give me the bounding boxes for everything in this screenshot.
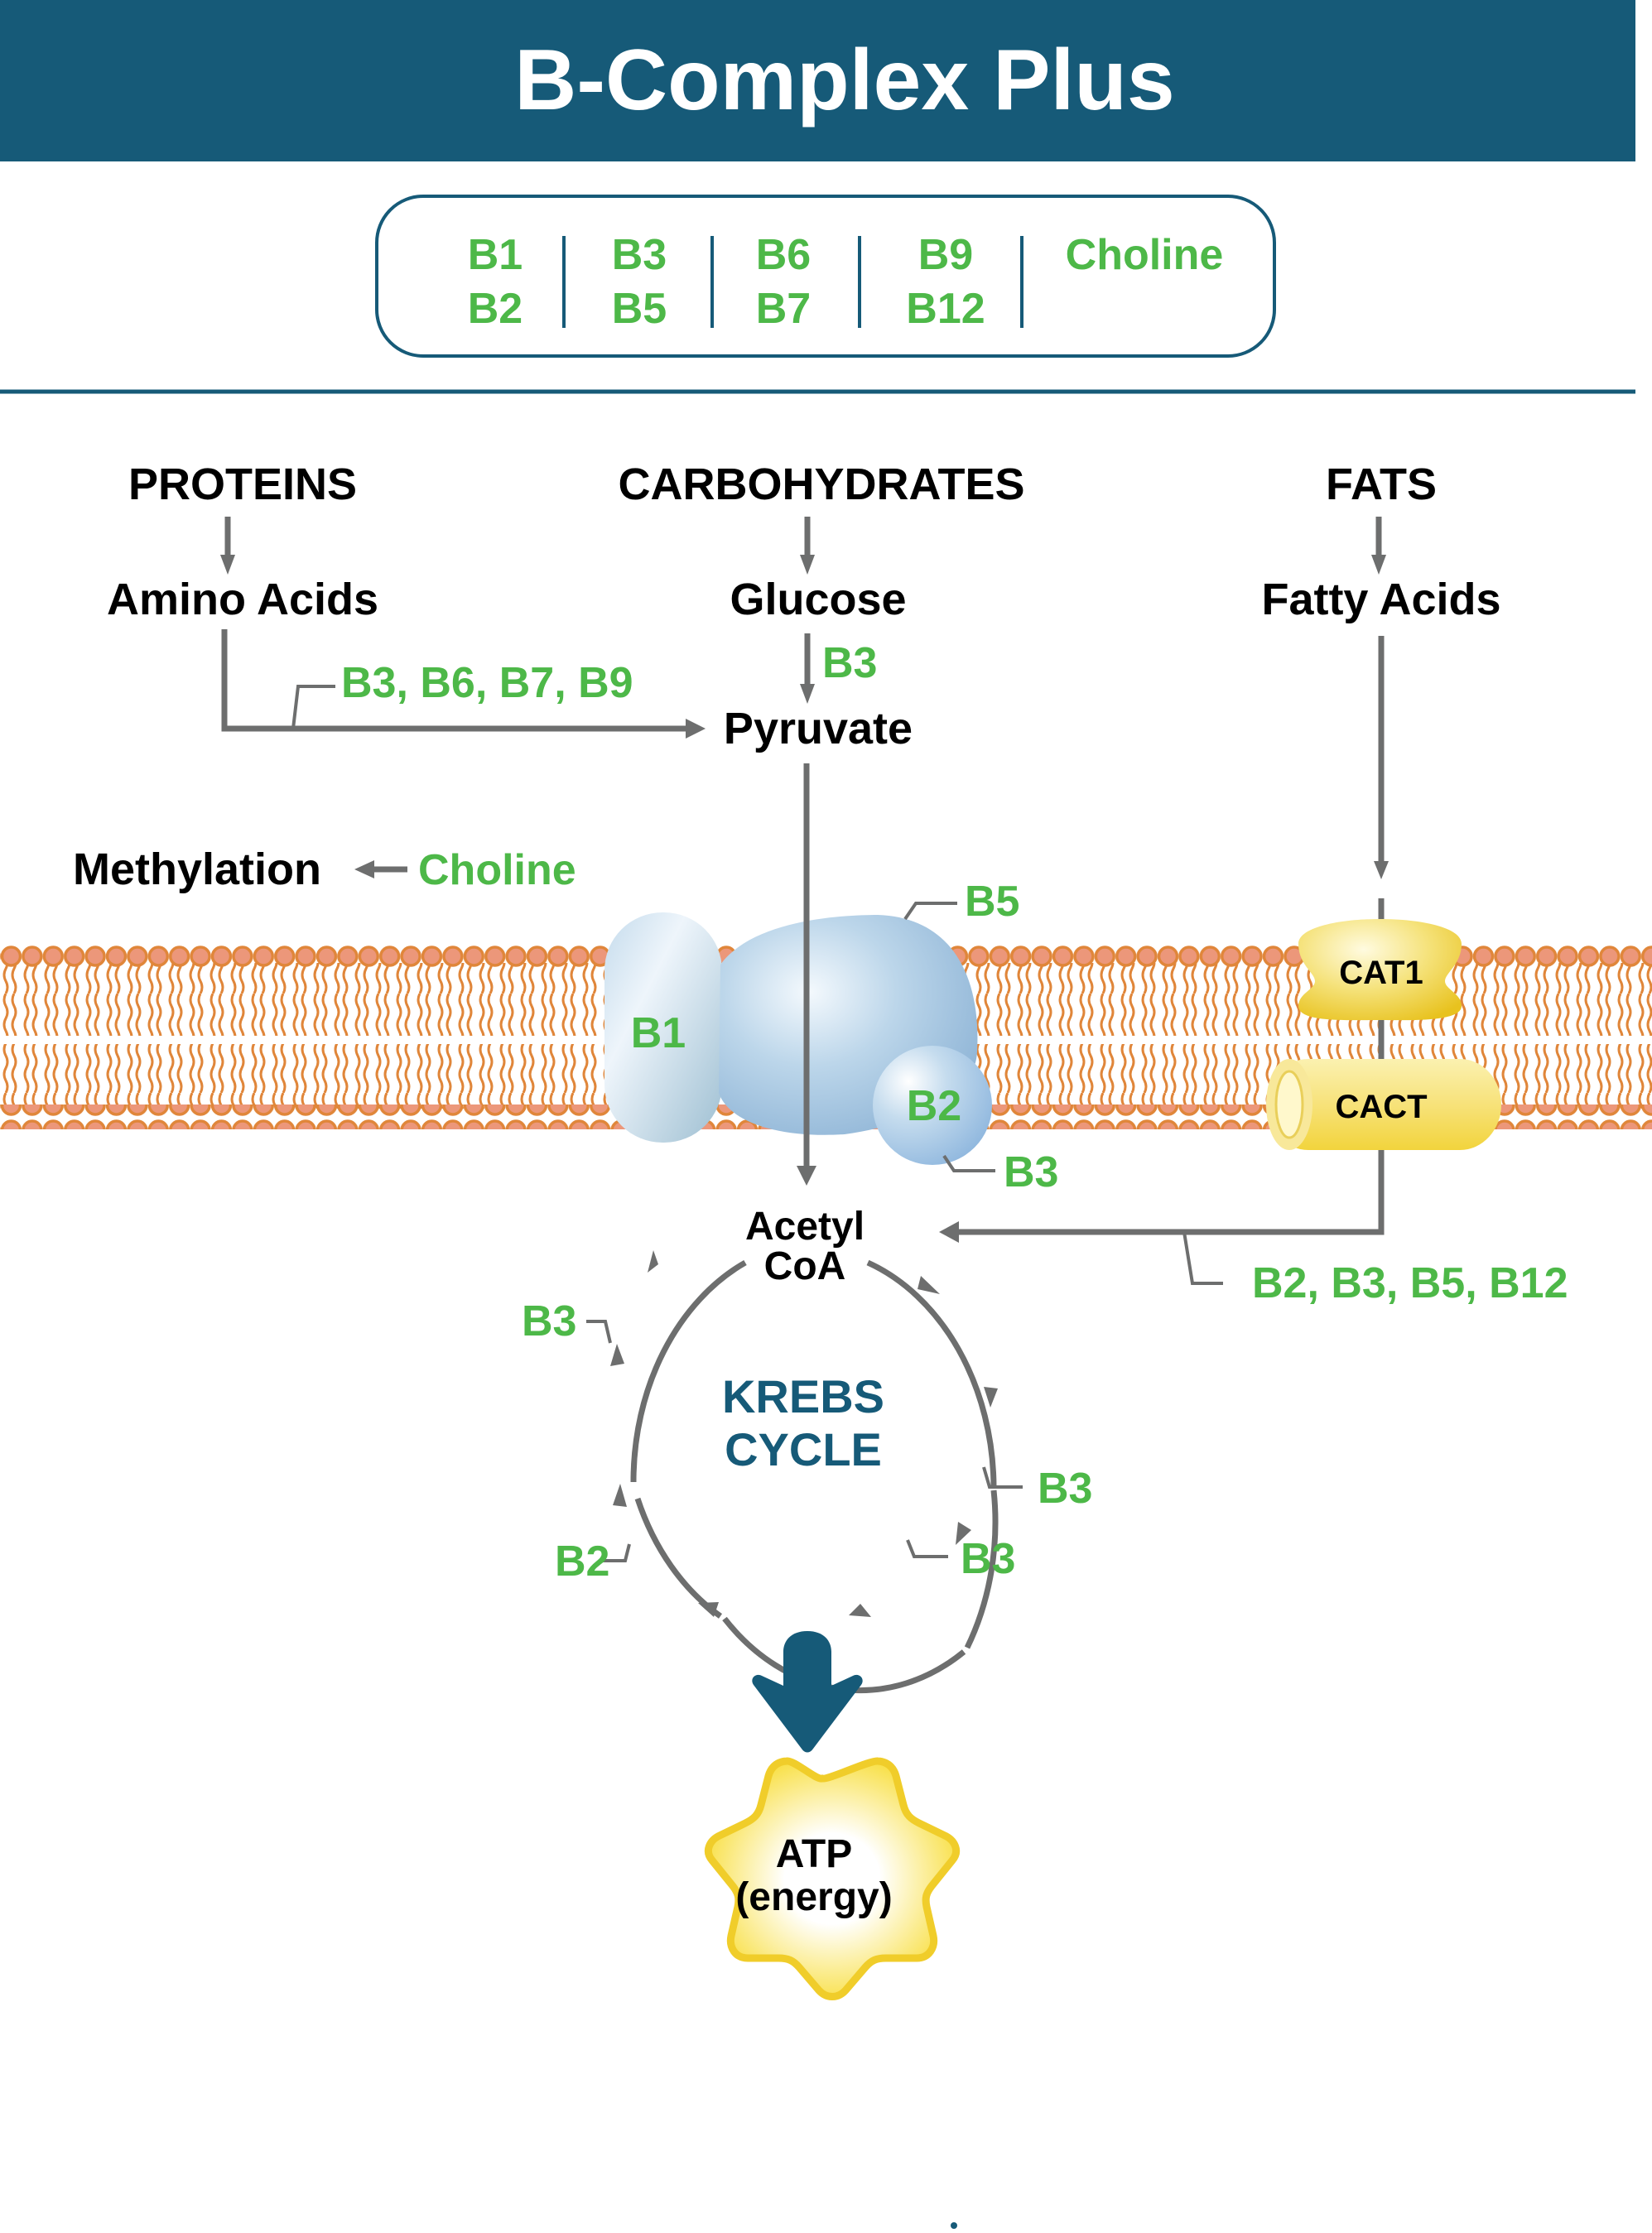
atp-energy-star: ATP (energy) [704,1757,961,2000]
krebs-b2-lower-left-leader [603,1543,631,1562]
cact-label: CACT [1335,1089,1427,1125]
fats-label: FATS [1326,460,1437,509]
krebs-b3-right: B3 [1038,1465,1092,1513]
carbohydrates-label: CARBOHYDRATES [618,460,1024,509]
ingredient-b12: B12 [906,285,985,333]
atp-label: ATP [776,1832,852,1876]
ingredient-b5: B5 [612,285,667,333]
krebs-title-line2: CYCLE [725,1423,882,1475]
decorative-dot [951,2222,957,2229]
arrow-proteins-to-amino [220,517,235,575]
choline-label: Choline [418,846,576,894]
krebs-arc [964,1489,999,1649]
amino-acids-label: Amino Acids [107,575,378,624]
ingredient-choline: Choline [1066,231,1224,279]
proteins-label: PROTEINS [128,460,357,509]
b2-label: B2 [907,1082,961,1130]
ingredients-box-border [375,195,1276,358]
arrow-fatty-acids-to-cat1 [1374,636,1389,879]
cat1-transporter: CAT1 [1298,919,1462,1021]
krebs-b2-lower-left: B2 [555,1538,609,1586]
glucose-pyruvate-cofactor: B3 [822,639,877,687]
header-banner: B-Complex Plus [0,0,1635,161]
pyruvate-dehydrogenase-complex: B1 B2 [604,912,992,1165]
krebs-arrowhead [849,1604,871,1617]
pyruvate-label: Pyruvate [724,704,913,753]
cact-transporter: CACT [1266,1059,1501,1150]
ingredients-box: B1 B2 B3 B5 B6 B7 B9 B12 Choline [375,195,1276,358]
page-title: B-Complex Plus [514,32,1174,128]
b2-subunit [873,1046,992,1165]
b3-pdh-label: B3 [1004,1148,1058,1196]
ingredient-b7: B7 [756,285,811,333]
arrow-amino-to-pyruvate [221,629,706,739]
header-background [0,0,1635,161]
krebs-arrowhead [613,1484,627,1507]
methylation-label: Methylation [73,845,321,894]
amino-pyruvate-cofactors: B3, B6, B7, B9 [341,659,633,707]
atp-energy-label: (energy) [735,1875,892,1919]
ingredient-b9: B9 [918,231,973,279]
krebs-b3-lower-right: B3 [961,1535,1015,1583]
glucose-label: Glucose [730,575,906,624]
arrow-pyruvate-to-acetyl-coa [797,763,816,1186]
krebs-arrowhead [698,1602,719,1617]
krebs-arrowhead [984,1387,998,1408]
arrow-carbs-to-glucose [800,517,815,575]
krebs-b3-upper-left: B3 [522,1297,576,1345]
ingredient-b2: B2 [468,285,523,333]
krebs-b3-upper-left-leader [586,1320,612,1344]
krebs-arrowhead [956,1522,971,1545]
cat1-label: CAT1 [1339,955,1423,991]
ingredient-b6: B6 [756,231,811,279]
krebs-b3-lower-right-leader [906,1539,948,1558]
arrow-choline-to-methylation [354,860,407,878]
ingredient-b1: B1 [468,231,523,279]
krebs-arc [634,1497,723,1619]
krebs-arc [866,1259,997,1487]
arrow-glucose-to-pyruvate [800,633,815,704]
b5-label: B5 [965,878,1019,926]
fatty-acid-cofactors: B2, B3, B5, B12 [1252,1259,1568,1307]
b3-leader-line [942,1154,995,1172]
b5-leader-line [903,902,957,921]
krebs-arc [630,1259,747,1483]
b1-label: B1 [631,1009,686,1057]
b1-subunit [604,912,722,1143]
acetyl-coa-label-line2: CoA [764,1244,846,1288]
krebs-title-line1: KREBS [722,1370,884,1422]
krebs-arrowhead [610,1344,624,1366]
krebs-arrowhead [918,1276,940,1294]
acetyl-coa-label-line1: Acetyl [745,1205,865,1249]
fatty-acids-label: Fatty Acids [1261,575,1500,624]
krebs-arrowhead [648,1250,658,1273]
arrow-fatty-acids-to-acetyl-coa [939,1217,1385,1285]
krebs-b3-right-leader [982,1466,1023,1489]
arrow-fats-to-fatty-acids [1371,517,1386,575]
output-arrow [752,1631,863,1753]
ingredient-b3: B3 [612,231,667,279]
